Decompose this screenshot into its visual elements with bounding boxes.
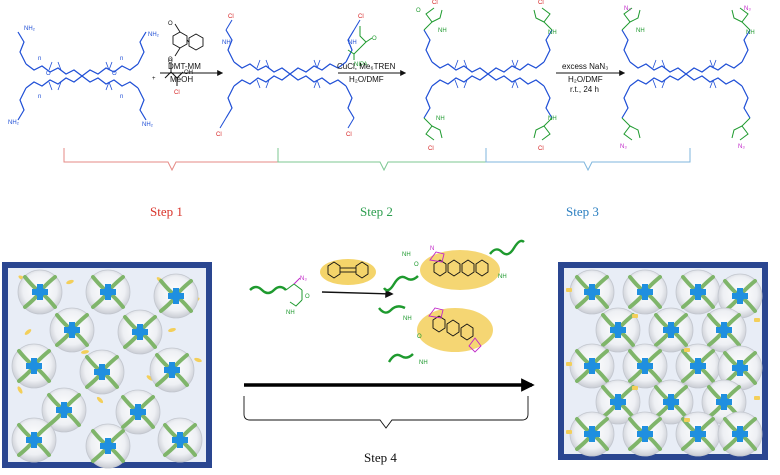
pnipa-nh-label: NH	[548, 30, 557, 36]
nipa-o-label: O	[372, 36, 377, 42]
triazole-n-label: N	[430, 246, 434, 252]
reagent-nan3: excess NaN₃	[562, 62, 608, 71]
repeat-n-label: n	[38, 56, 41, 62]
repeat-n-label: n	[38, 94, 41, 100]
n3-label: N₃	[744, 6, 751, 12]
cl-label-tr: Cl	[358, 14, 364, 20]
azide-n3-label: N₃	[300, 276, 307, 282]
step4-label: Step 4	[364, 450, 397, 465]
cl-end-label: Cl	[538, 0, 544, 6]
step2-label: Step 2	[360, 204, 393, 219]
dmtmm-structure: O O	[168, 21, 204, 63]
product-nh-label: NH	[402, 252, 411, 258]
reagent-conditions: r.t., 24 h	[570, 85, 599, 94]
triazole-product-1: N NH NH O	[383, 239, 525, 292]
gel-before	[2, 262, 212, 470]
cl-label: Cl	[174, 90, 180, 96]
oxygen-label: O	[168, 59, 173, 65]
product-o-label: O	[417, 334, 422, 340]
step3-label: Step 3	[566, 204, 599, 219]
azide-chain: N₃ O NH	[249, 276, 310, 316]
nh2-label-tl: NH₂	[24, 26, 36, 32]
arrow-step3: excess NaN₃ H₂O/DMF r.t., 24 h	[556, 62, 626, 94]
brace-step3	[485, 148, 691, 172]
arrow-click	[321, 289, 394, 299]
nh-label: NH	[222, 40, 231, 46]
cl-end-label: Cl	[428, 146, 434, 152]
nh2-label-br: NH₂	[142, 122, 154, 128]
cl-label-tl: Cl	[228, 14, 234, 20]
n3-label: N₃	[738, 144, 745, 150]
o-label: O	[46, 71, 51, 77]
pnipa-cl-star: O NH NH NH NH Cl Cl Cl Cl	[416, 0, 557, 152]
cl-label-br: Cl	[346, 132, 352, 138]
pnipa-nh-label: NH	[636, 28, 645, 34]
reagent-cucl: CuCl, Me₆TREN	[337, 62, 396, 71]
brace-step4	[243, 396, 529, 429]
brace-step2	[277, 148, 487, 172]
cl-end-label: Cl	[538, 146, 544, 152]
reagent-h2o-dmf-3: H₂O/DMF	[568, 75, 603, 84]
pnipa-o-label: O	[416, 8, 421, 14]
dbco-crosslinker	[320, 259, 376, 285]
reagent-meoh: MeOH	[170, 75, 193, 84]
nh2-label-bl: NH₂	[8, 120, 20, 126]
pnipa-nh-label: NH	[746, 30, 755, 36]
reagent-dmtmm: DMT-MM	[168, 62, 201, 71]
nh2-label-tr: NH₂	[148, 32, 160, 38]
pnipa-nh-label: NH	[438, 28, 447, 34]
plus-sign: +	[152, 76, 156, 82]
pnipa-nh-label: NH	[436, 116, 445, 122]
nipa-monomer: O NIPA	[347, 26, 377, 68]
repeat-n-label: n	[120, 94, 123, 100]
arrow-step1: DMT-MM MeOH	[160, 62, 224, 84]
chain-o-label: O	[305, 294, 310, 300]
nipa-name: NIPA	[354, 62, 368, 68]
step1-label: Step 1	[150, 204, 183, 219]
n3-label: N₃	[620, 144, 627, 150]
arrow-step2: CuCl, Me₆TREN H₂O/DMF	[337, 62, 407, 84]
azide-star: N₃ N₃ N₃ N₃ NH NH	[620, 6, 755, 150]
reagent-h2o-dmf: H₂O/DMF	[349, 75, 384, 84]
cl-label-bl: Cl	[216, 132, 222, 138]
oxygen-label: O	[168, 21, 173, 27]
triazole-product-2: NH NH O	[378, 305, 493, 366]
gel-after	[558, 262, 768, 460]
o-label: O	[112, 71, 117, 77]
peg-amine-star: NH₂ NH₂ NH₂ NH₂ O O n n n n	[8, 26, 160, 128]
product-nh-label: NH	[419, 360, 428, 366]
oxygen-label: O	[168, 57, 173, 63]
product-nh-label: NH	[403, 316, 412, 322]
cl-end-label: Cl	[432, 0, 438, 6]
chain-nh-label: NH	[286, 310, 295, 316]
nh-label: NH	[348, 40, 357, 46]
product-o-label: O	[414, 262, 419, 268]
repeat-n-label: n	[120, 56, 123, 62]
brace-step1	[63, 148, 279, 172]
product-nh-label: NH	[498, 274, 507, 280]
n3-label: N₃	[624, 6, 631, 12]
chloro-star: Cl Cl Cl Cl NH NH	[216, 14, 364, 138]
pnipa-nh-label: NH	[548, 116, 557, 122]
